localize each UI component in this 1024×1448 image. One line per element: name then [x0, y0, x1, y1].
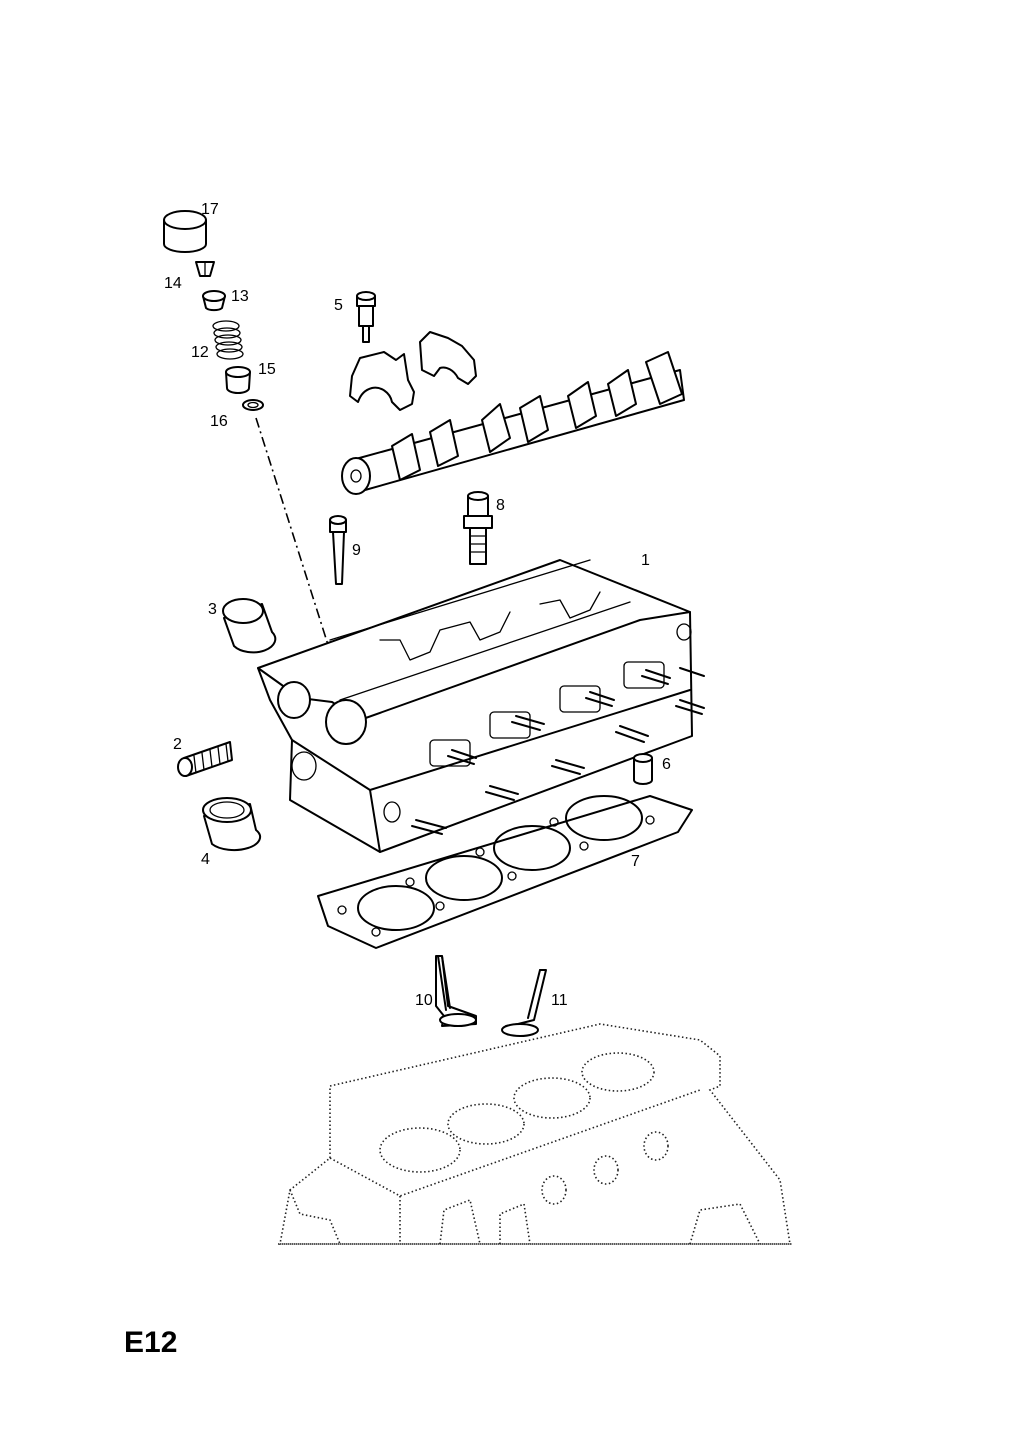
- page-code: E12: [124, 1326, 177, 1359]
- part-16-washer: [242, 399, 264, 411]
- part-15-stem-seal: [225, 366, 251, 394]
- callout-15: 15: [258, 361, 276, 378]
- assembly-centerline: [255, 417, 337, 671]
- part-7-head-gasket: [317, 795, 693, 949]
- part-5-bolt: [356, 291, 376, 343]
- part-10-valve: [435, 955, 477, 1027]
- callout-7: 7: [631, 853, 640, 870]
- part-9-head-bolt: [329, 515, 347, 585]
- callout-9: 9: [352, 542, 361, 559]
- callout-17: 17: [201, 201, 219, 218]
- engine-block-reference: [278, 1023, 792, 1245]
- camshaft-bearing-caps: [349, 331, 477, 411]
- part-1-cylinder-head: [257, 559, 705, 853]
- part-14-keepers: [195, 261, 215, 277]
- callout-11: 11: [551, 992, 568, 1009]
- callout-3: 3: [208, 601, 217, 618]
- callout-14: 14: [164, 275, 182, 292]
- part-2-threaded-plug: [177, 741, 233, 777]
- part-11-valve: [501, 969, 547, 1037]
- callout-1: 1: [641, 552, 650, 569]
- part-4-sealing-ring: [202, 797, 262, 852]
- part-8-fitting: [463, 491, 493, 565]
- camshaft: [341, 351, 685, 495]
- callout-2: 2: [173, 736, 182, 753]
- callout-labels: 17 14 13 12 15 16 5 8 9 1 3 2 6 4 7 10 1…: [164, 201, 671, 1009]
- part-13-retainer: [202, 290, 226, 312]
- callout-13: 13: [231, 288, 249, 305]
- callout-5: 5: [334, 297, 343, 314]
- part-6-dowel-sleeve: [633, 753, 653, 785]
- callout-6: 6: [662, 756, 671, 773]
- part-12-valve-spring: [212, 320, 244, 360]
- part-3-plug: [222, 598, 277, 654]
- callout-8: 8: [496, 497, 505, 514]
- callout-4: 4: [201, 851, 210, 868]
- callout-16: 16: [210, 413, 228, 430]
- callout-10: 10: [415, 992, 433, 1009]
- callout-12: 12: [191, 344, 209, 361]
- part-17-tappet: [163, 210, 207, 253]
